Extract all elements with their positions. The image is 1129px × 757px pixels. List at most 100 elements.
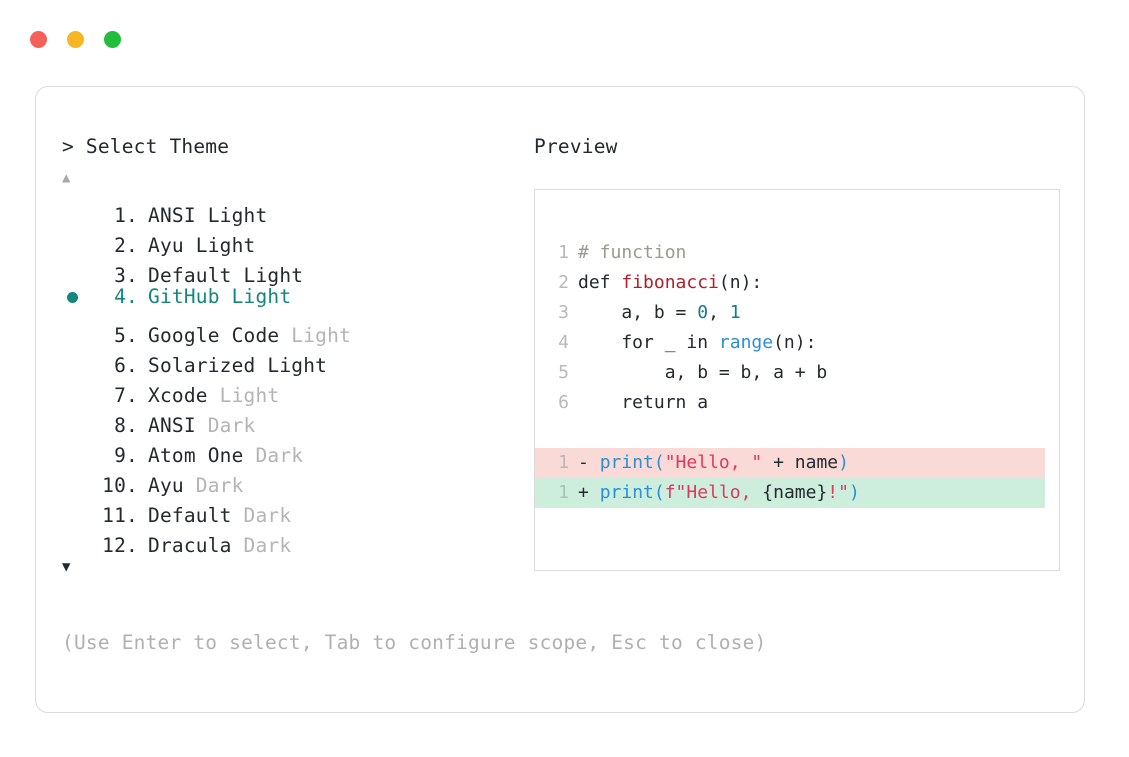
theme-item-label: Default Dark	[138, 501, 291, 531]
line-number: 6	[558, 392, 569, 413]
theme-list-item[interactable]: 7.Xcode Light	[62, 372, 532, 407]
theme-list-item[interactable]: 8.ANSI Dark	[62, 402, 532, 437]
theme-item-number: 6.	[114, 354, 138, 377]
code-text: def fibonacci(n):	[578, 268, 762, 298]
code-token: a, b = b, a + b	[578, 362, 828, 383]
theme-item-name: Solarized Light	[148, 354, 328, 377]
theme-list-item[interactable]: 3. Default Light	[62, 252, 532, 287]
theme-item-name: Atom One	[148, 444, 256, 467]
code-token: (	[653, 482, 665, 503]
code-text: return a	[578, 388, 708, 418]
code-token: 0	[697, 302, 709, 323]
preview-label: Preview	[534, 135, 618, 158]
theme-item-name: Default	[148, 504, 244, 527]
theme-list-item[interactable]: 4.GitHub Light	[62, 282, 532, 312]
theme-list-item[interactable]: 11.Default Dark	[62, 492, 532, 527]
code-line: 4 for _ in range(n):	[551, 328, 1059, 358]
keyboard-hint: (Use Enter to select, Tab to configure s…	[62, 631, 767, 654]
theme-item-variant: Dark	[255, 444, 304, 467]
theme-item-label: Google Code Light	[138, 321, 351, 351]
theme-item-label: Ayu Dark	[138, 471, 244, 501]
diff-sign: -	[578, 452, 600, 473]
selection-bullet-cell	[62, 402, 92, 432]
theme-list-item[interactable]: 10.Ayu Dark	[62, 462, 532, 497]
theme-item-name: Xcode	[148, 384, 220, 407]
theme-selector-column: > Select Theme ▲ 1.ANSI Light 2. Ayu Light…	[62, 133, 532, 580]
code-token: {name}	[762, 482, 828, 503]
page-title: > Select Theme	[62, 135, 230, 158]
minimize-window-button[interactable]	[67, 31, 84, 48]
theme-item-number: 10.	[102, 474, 138, 497]
selection-bullet-cell	[62, 312, 92, 342]
selection-bullet-cell	[62, 222, 92, 252]
scroll-up-indicator-icon[interactable]: ▲	[62, 170, 71, 186]
theme-item-variant: Dark	[243, 504, 292, 527]
theme-item-name: Ayu Light	[148, 234, 256, 257]
diff-highlight	[535, 478, 1045, 508]
theme-list-item[interactable]: 2. Ayu Light	[62, 222, 532, 257]
diff-line-removed: 1- print("Hello, " + name)	[535, 448, 1059, 478]
code-text: for _ in range(n):	[578, 328, 816, 358]
theme-picker-panel: > Select Theme ▲ 1.ANSI Light 2. Ayu Light…	[35, 86, 1085, 713]
window-titlebar	[30, 31, 121, 48]
code-token: for _ in	[578, 332, 719, 353]
selected-bullet-icon	[67, 292, 78, 303]
diff-sign: +	[578, 482, 600, 503]
theme-item-name: Google Code	[148, 324, 292, 347]
selection-bullet-cell	[62, 522, 92, 552]
code-token: )	[838, 452, 849, 473]
selection-bullet-cell	[62, 192, 92, 222]
theme-item-variant: Dark	[243, 534, 292, 557]
theme-item-variant: Dark	[195, 474, 244, 497]
code-text: a, b = b, a + b	[578, 358, 828, 388]
theme-item-label: Atom One Dark	[138, 441, 303, 471]
theme-item-name: ANSI Light	[148, 204, 268, 227]
code-text: - print("Hello, " + name)	[578, 448, 849, 478]
code-token: print	[599, 482, 654, 503]
theme-list-item[interactable]: 12. Dracula Dark	[62, 522, 532, 557]
code-token: "Hello, "	[664, 452, 763, 473]
theme-item-number: 12.	[102, 534, 138, 557]
theme-item-number: 2.	[114, 234, 138, 257]
theme-item-name: Dracula	[148, 534, 244, 557]
theme-item-number: 9.	[114, 444, 138, 467]
code-token: print	[599, 452, 654, 473]
code-token: + name	[762, 452, 839, 473]
theme-list-item[interactable]: 1.ANSI Light	[62, 192, 532, 227]
code-preview: 1# function 2 def fibonacci(n): 3 a, b = 0,…	[535, 238, 1059, 508]
theme-item-number: 5.	[114, 324, 138, 347]
theme-item-name: Default Light	[148, 264, 304, 287]
code-token: ,	[708, 302, 730, 323]
line-number: 4	[558, 332, 569, 353]
theme-item-label: ANSI Light	[138, 201, 267, 231]
theme-item-name: GitHub Light	[148, 285, 292, 308]
maximize-window-button[interactable]	[104, 31, 121, 48]
line-number: 3	[558, 302, 569, 323]
code-token: a, b =	[578, 302, 698, 323]
theme-item-label: Xcode Light	[138, 381, 279, 411]
code-token: (	[653, 452, 665, 473]
selection-bullet-cell	[62, 283, 92, 313]
line-number: 5	[558, 362, 569, 383]
selection-bullet-cell	[62, 372, 92, 402]
theme-list-item[interactable]: 5.Google Code Light	[62, 312, 532, 347]
theme-item-number: 3.	[114, 264, 138, 287]
code-spacer	[551, 418, 1059, 448]
close-window-button[interactable]	[30, 31, 47, 48]
code-line: 1# function	[551, 238, 1059, 268]
theme-list-item[interactable]: 6. Solarized Light	[62, 342, 532, 377]
line-number: 1	[558, 452, 569, 473]
theme-item-label: GitHub Light	[138, 282, 291, 312]
theme-item-number: 7.	[114, 384, 138, 407]
line-number: 2	[558, 272, 569, 293]
code-token: )	[848, 482, 860, 503]
line-number: 1	[558, 242, 569, 263]
code-token: fibonacci	[621, 272, 719, 293]
selection-bullet-cell	[62, 342, 92, 372]
code-line: 2 def fibonacci(n):	[551, 268, 1059, 298]
theme-list-item[interactable]: 9. Atom One Dark	[62, 432, 532, 467]
diff-highlight	[535, 448, 1045, 478]
scroll-down-indicator-icon[interactable]: ▼	[62, 559, 71, 575]
theme-item-label: ANSI Dark	[138, 411, 255, 441]
